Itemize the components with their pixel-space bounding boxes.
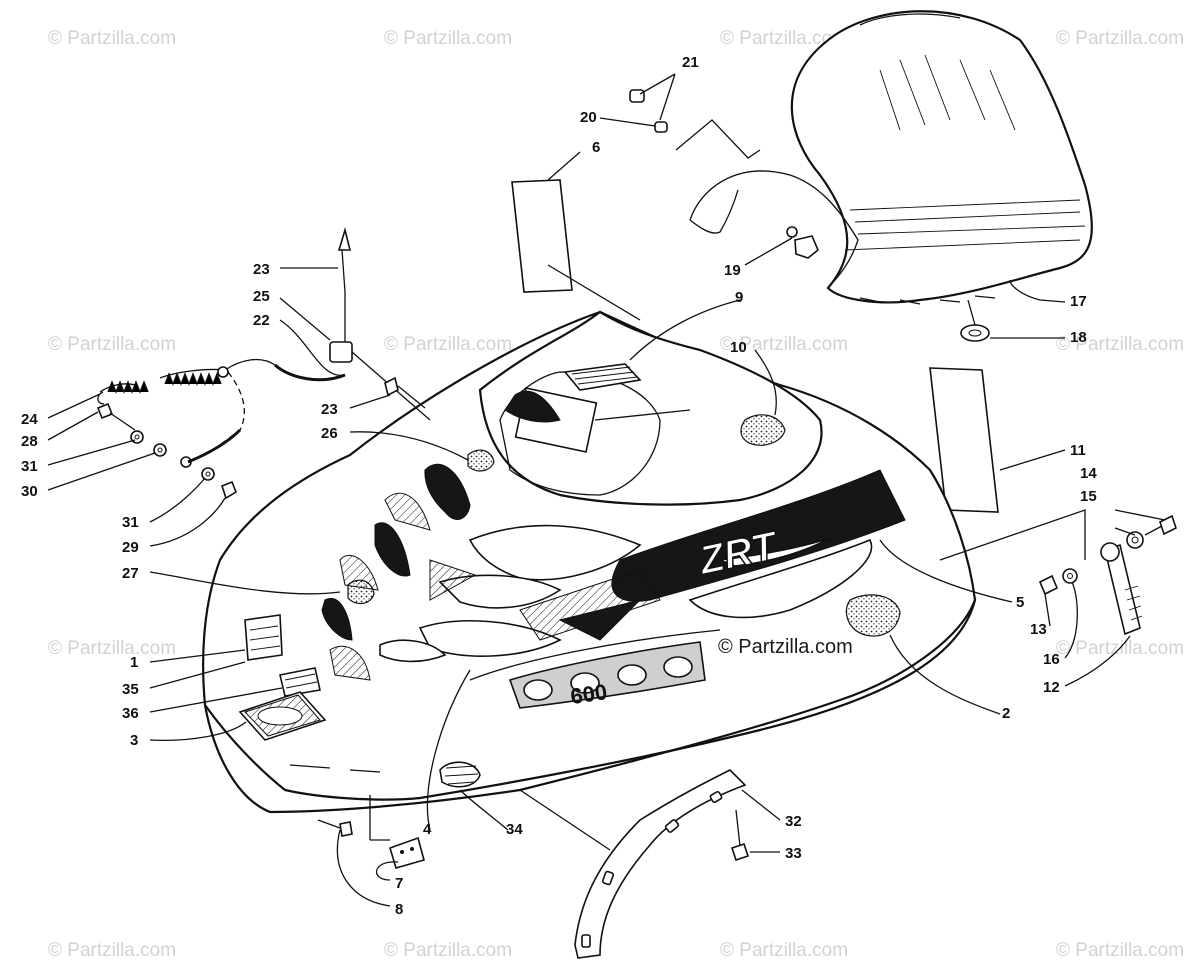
callout: 16 [1043, 651, 1060, 668]
decal-2 [845, 594, 901, 637]
watermark: © Partzilla.com [48, 334, 177, 355]
callout: 29 [122, 539, 139, 556]
callout: 23 [253, 261, 270, 278]
callout: 4 [423, 821, 432, 838]
callout: 10 [730, 339, 747, 356]
callout: 28 [21, 433, 38, 450]
callout: 8 [395, 901, 403, 918]
callout: 17 [1070, 293, 1087, 310]
watermark: © Partzilla.com [384, 334, 513, 355]
callout: 22 [253, 312, 270, 329]
watermark: © Partzilla.com [720, 28, 849, 49]
callout: 36 [122, 705, 139, 722]
windshield [689, 10, 1093, 305]
decal-11 [929, 367, 999, 513]
decal-6 [511, 179, 641, 321]
callout: 3 [130, 732, 138, 749]
callout: 14 [1080, 465, 1097, 482]
callout: 21 [682, 54, 699, 71]
decal-3 [238, 691, 327, 741]
watermark: © Partzilla.com [1056, 28, 1185, 49]
callout: 2 [1002, 705, 1010, 722]
callout: 23 [321, 401, 338, 418]
callout: 18 [1070, 329, 1087, 346]
callout: 13 [1030, 621, 1047, 638]
hood-mount-hardware [939, 299, 1177, 636]
zrt-decal: ZRT [519, 469, 906, 641]
callout: 12 [1043, 679, 1060, 696]
watermark: © Partzilla.com [384, 28, 513, 49]
watermark: © Partzilla.com [384, 940, 513, 961]
decal-36 [279, 667, 321, 697]
watermark: © Partzilla.com [48, 638, 177, 659]
callout: 9 [735, 289, 743, 306]
center-watermark: © Partzilla.com [718, 636, 853, 658]
callout: 19 [724, 262, 741, 279]
callout: 15 [1080, 488, 1097, 505]
windshield-fasteners [629, 89, 819, 259]
callout: 34 [506, 821, 523, 838]
callout: 6 [592, 139, 600, 156]
callouts: 1 2 3 4 5 6 7 8 9 10 11 12 13 14 15 16 1… [21, 54, 1097, 918]
engine-text: 600 [569, 679, 609, 709]
callout: 31 [21, 458, 38, 475]
decal-9 [563, 363, 642, 391]
callout: 11 [1070, 442, 1086, 459]
callout: 20 [580, 109, 597, 126]
callout: 7 [395, 875, 403, 892]
callout: 26 [321, 425, 338, 442]
decal-34 [439, 761, 481, 788]
decal-26 [467, 449, 495, 472]
callout: 25 [253, 288, 270, 305]
callout: 32 [785, 813, 802, 830]
decal-1 [244, 614, 283, 661]
callout: 27 [122, 565, 139, 582]
watermark: © Partzilla.com [1056, 940, 1185, 961]
watermark: © Partzilla.com [48, 940, 177, 961]
callout: 35 [122, 681, 139, 698]
watermark: © Partzilla.com [720, 940, 849, 961]
decal-27 [347, 579, 375, 605]
callout: 31 [122, 514, 139, 531]
callout: 24 [21, 411, 38, 428]
decal-600: 600 [469, 629, 721, 709]
callout: 1 [130, 654, 138, 671]
watermark: © Partzilla.com [720, 334, 849, 355]
leader-lines [47, 73, 1166, 907]
decal-10 [740, 414, 786, 446]
watermark: © Partzilla.com [1056, 334, 1185, 355]
callout: 30 [21, 483, 38, 500]
bottom-brackets [317, 769, 750, 959]
callout: 33 [785, 845, 802, 862]
hood: ZRT 600 [202, 310, 977, 814]
watermark: © Partzilla.com [48, 28, 177, 49]
callout: 5 [1016, 594, 1024, 611]
